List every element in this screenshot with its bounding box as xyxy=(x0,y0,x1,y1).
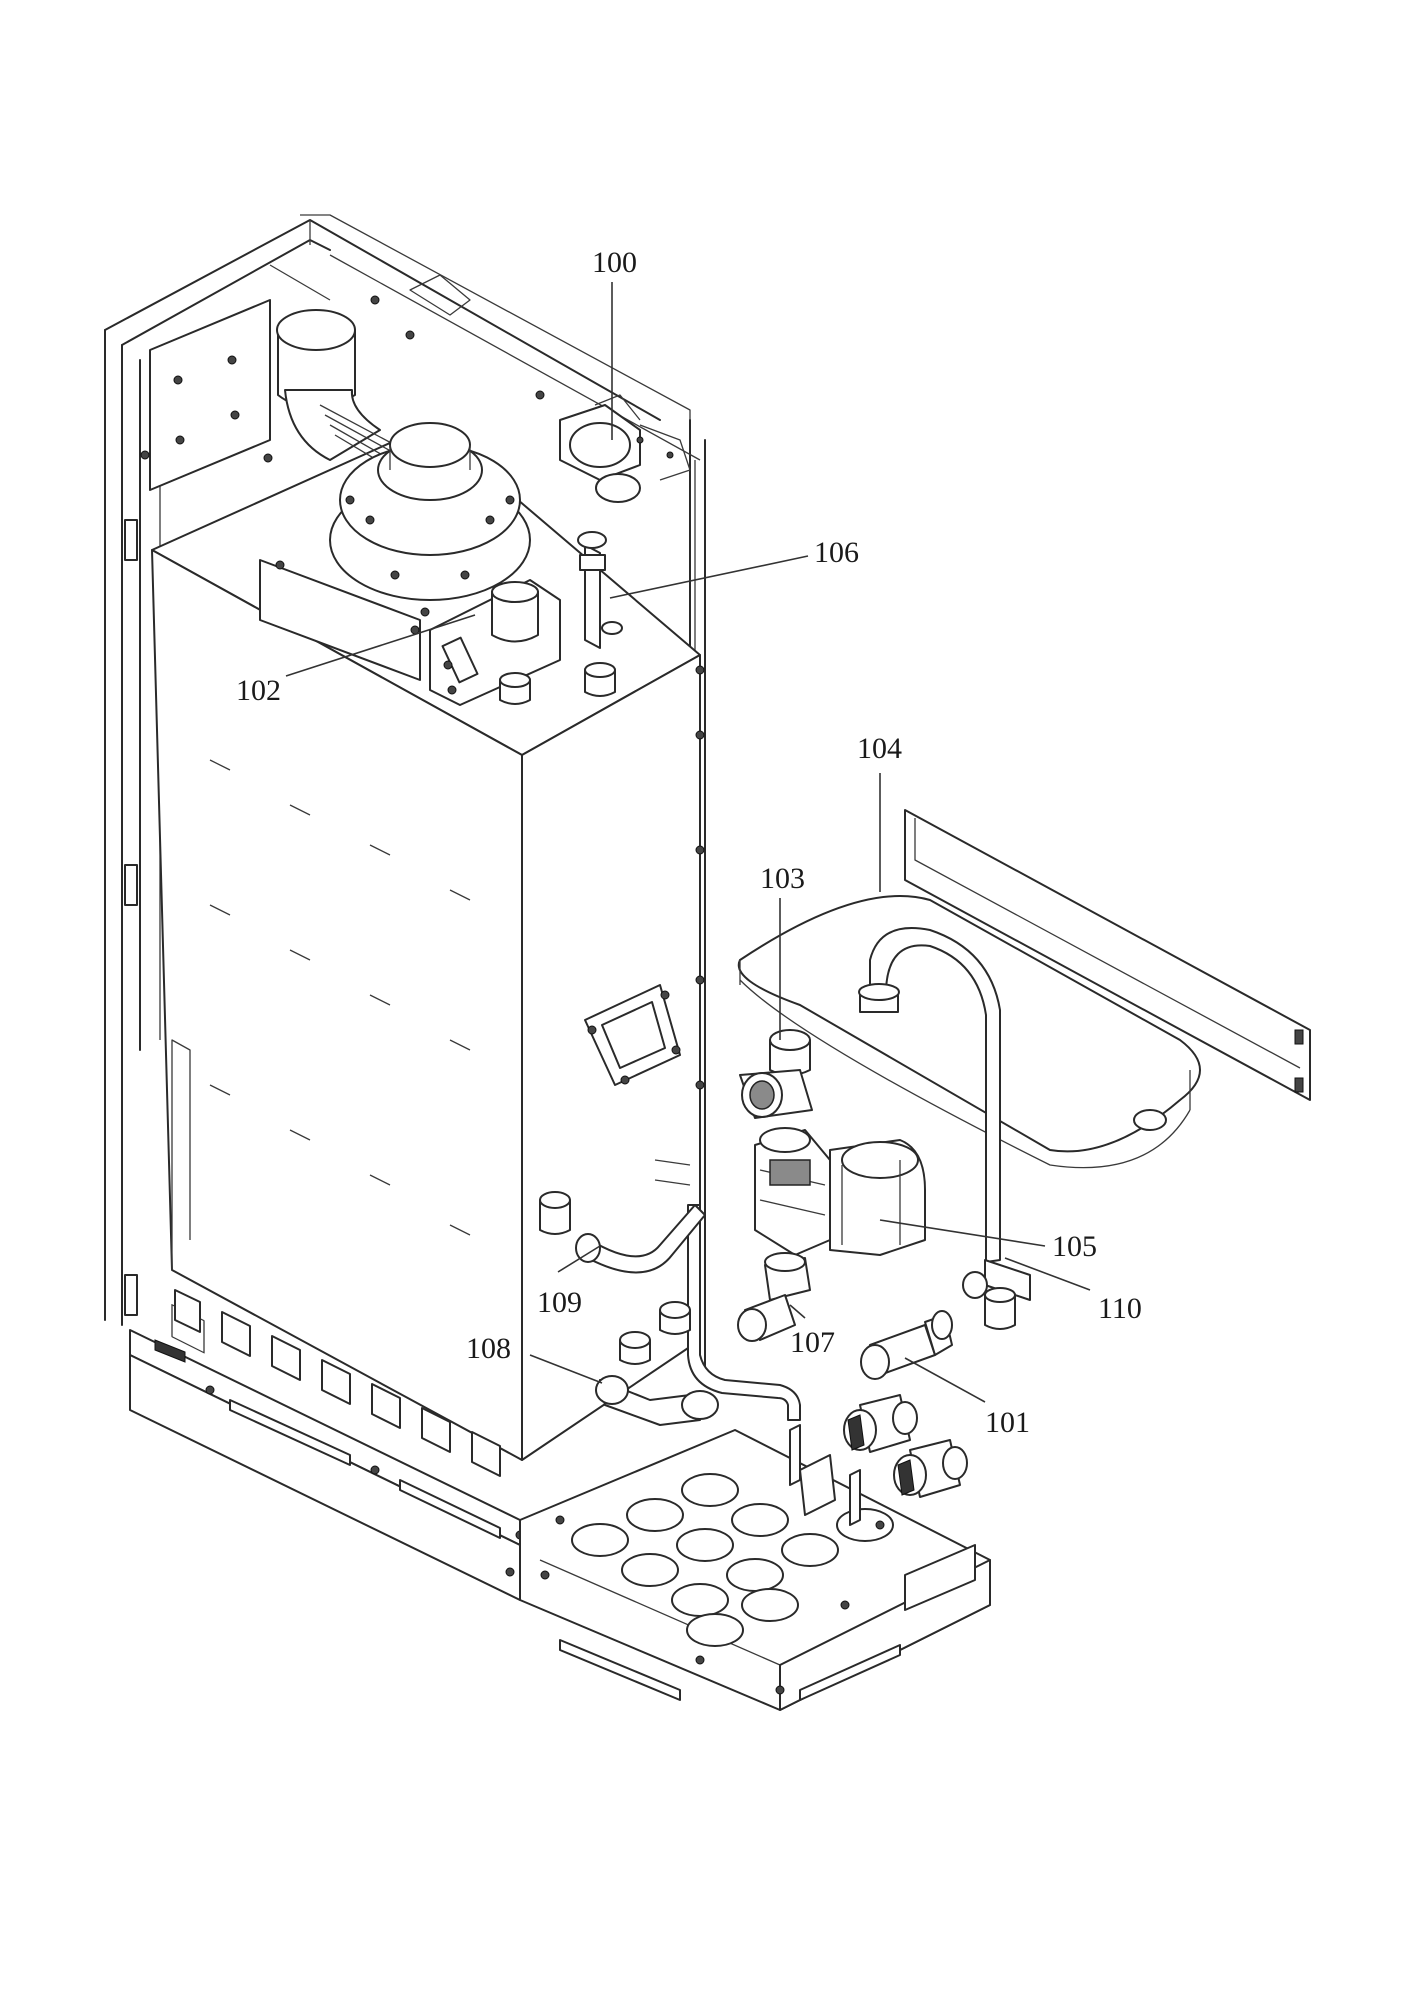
pipework xyxy=(539,984,801,1426)
callout-101: 101 xyxy=(985,1406,1030,1439)
leader-108 xyxy=(529,1354,603,1384)
callout-102: 102 xyxy=(236,674,281,707)
callout-108: 108 xyxy=(466,1332,511,1365)
leader-107 xyxy=(789,1304,806,1319)
callout-106: 106 xyxy=(814,536,859,569)
leader-102 xyxy=(285,614,476,677)
callout-107: 107 xyxy=(790,1326,835,1359)
leader-106 xyxy=(609,555,809,599)
part-101-valves xyxy=(843,1310,968,1498)
callout-110: 110 xyxy=(1098,1292,1142,1325)
part-105-pump xyxy=(737,1029,926,1342)
leader-109 xyxy=(557,1245,601,1273)
leader-105 xyxy=(879,1219,1046,1247)
leader-110 xyxy=(1004,1257,1091,1291)
part-104-expansion-vessel xyxy=(737,809,1311,1330)
callout-104: 104 xyxy=(857,732,902,765)
part-100-pressure-switch xyxy=(559,404,691,503)
top-fittings xyxy=(420,531,623,706)
leader-lines xyxy=(285,282,1091,1403)
fan-assembly xyxy=(259,309,531,681)
callout-105: 105 xyxy=(1052,1230,1097,1263)
callout-labels: 100 106 102 104 103 105 110 109 107 108 … xyxy=(236,246,1142,1439)
bottom-base-plate xyxy=(129,1289,991,1711)
callout-109: 109 xyxy=(537,1286,582,1319)
callout-103: 103 xyxy=(760,862,805,895)
leader-101 xyxy=(904,1357,986,1403)
callout-100: 100 xyxy=(592,246,637,279)
